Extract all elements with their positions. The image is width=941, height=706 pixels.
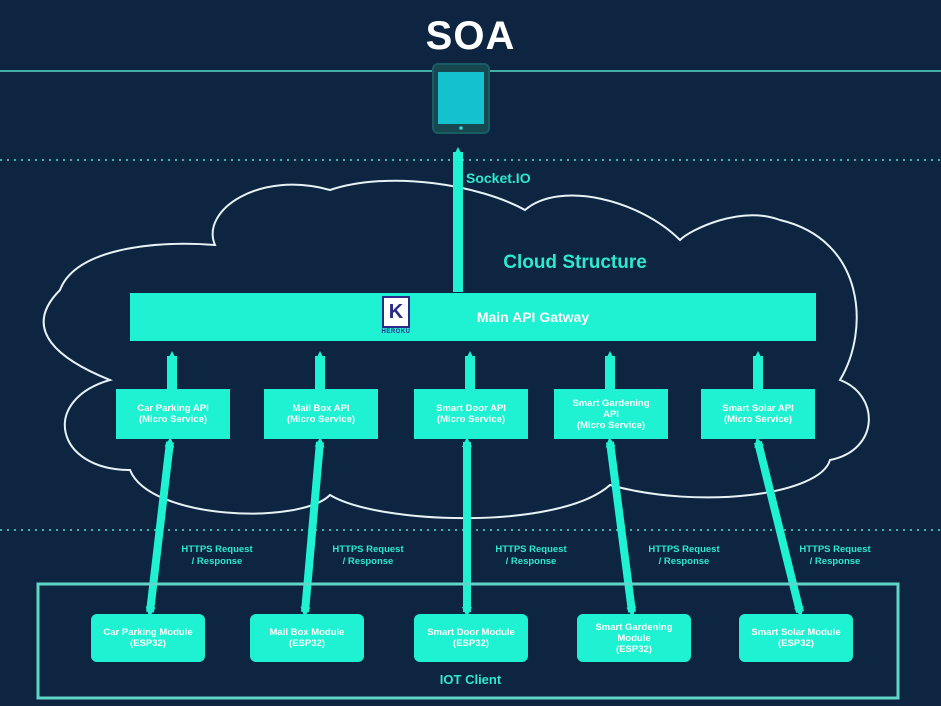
module-box-mail-box: Mail Box Module (ESP32) bbox=[250, 614, 364, 662]
api-label-line1: Smart Solar API bbox=[722, 403, 794, 414]
https-label-3: HTTPS Request / Response bbox=[476, 544, 586, 568]
api-label-line1: Mail Box API bbox=[292, 403, 350, 414]
https-line1: HTTPS Request bbox=[648, 544, 720, 555]
https-label-5: HTTPS Request / Response bbox=[780, 544, 890, 568]
api-label-line3: (Micro Service) bbox=[576, 419, 646, 431]
api-box-smart-gardening: Smart Gardening API (Micro Service) bbox=[554, 389, 668, 439]
heroku-logo-text: HEROKU bbox=[381, 329, 411, 335]
module-label-line1: Mail Box Module bbox=[269, 627, 345, 638]
api-label-line1: Smart Door API bbox=[436, 403, 506, 414]
module-label-line1: Smart Gardening bbox=[595, 621, 673, 633]
main-api-gateway: K HEROKU Main API Gatway bbox=[130, 293, 816, 341]
module-box-car-parking: Car Parking Module (ESP32) bbox=[91, 614, 205, 662]
module-box-smart-solar: Smart Solar Module (ESP32) bbox=[739, 614, 853, 662]
iot-client-label: IOT Client bbox=[439, 672, 502, 687]
api-label-line2: (Micro Service) bbox=[138, 414, 208, 425]
https-arrow-2 bbox=[300, 437, 325, 617]
api-label-line2: (Micro Service) bbox=[286, 414, 356, 425]
https-arrow-1 bbox=[145, 437, 175, 617]
module-label-line2: (ESP32) bbox=[130, 638, 166, 649]
https-line1: HTTPS Request bbox=[332, 544, 404, 555]
api-box-car-parking: Car Parking API (Micro Service) bbox=[116, 389, 230, 439]
heroku-logo-letter: K bbox=[382, 296, 410, 328]
https-line1: HTTPS Request bbox=[495, 544, 567, 555]
module-label-line2: Module bbox=[617, 632, 651, 644]
api-label-line2: (Micro Service) bbox=[436, 414, 506, 425]
module-label-line2: (ESP32) bbox=[453, 638, 489, 649]
https-line2: / Response bbox=[191, 556, 243, 567]
module-box-smart-gardening: Smart Gardening Module (ESP32) bbox=[577, 614, 691, 662]
https-line1: HTTPS Request bbox=[181, 544, 253, 555]
https-label-1: HTTPS Request / Response bbox=[162, 544, 272, 568]
https-line2: / Response bbox=[658, 556, 710, 567]
https-line1: HTTPS Request bbox=[799, 544, 871, 555]
https-label-4: HTTPS Request / Response bbox=[629, 544, 739, 568]
module-label-line3: (ESP32) bbox=[616, 643, 652, 655]
iot-client-frame bbox=[36, 582, 900, 700]
https-arrow-5 bbox=[754, 437, 804, 617]
tablet-icon bbox=[432, 63, 490, 134]
api-label-line2: API bbox=[603, 408, 619, 420]
api-label-line2: (Micro Service) bbox=[723, 414, 793, 425]
socket-io-label: Socket.IO bbox=[466, 170, 531, 186]
api-box-mail-box: Mail Box API (Micro Service) bbox=[264, 389, 378, 439]
page-title: SOA bbox=[425, 14, 516, 58]
api-box-smart-door: Smart Door API (Micro Service) bbox=[414, 389, 528, 439]
https-label-2: HTTPS Request / Response bbox=[313, 544, 423, 568]
api-box-smart-solar: Smart Solar API (Micro Service) bbox=[701, 389, 815, 439]
https-line2: / Response bbox=[342, 556, 394, 567]
api-label-line1: Car Parking API bbox=[137, 403, 209, 414]
https-arrow-4 bbox=[605, 437, 637, 617]
gateway-label: Main API Gatway bbox=[476, 309, 590, 325]
https-line2: / Response bbox=[809, 556, 861, 567]
cloud-structure-label: Cloud Structure bbox=[503, 252, 647, 273]
api-label-line1: Smart Gardening bbox=[572, 397, 650, 409]
module-label-line2: (ESP32) bbox=[289, 638, 325, 649]
module-label-line1: Smart Door Module bbox=[427, 627, 515, 638]
module-label-line2: (ESP32) bbox=[778, 638, 814, 649]
heroku-logo-icon: K HEROKU bbox=[381, 296, 411, 336]
module-label-line1: Smart Solar Module bbox=[751, 627, 841, 638]
https-line2: / Response bbox=[505, 556, 557, 567]
module-box-smart-door: Smart Door Module (ESP32) bbox=[414, 614, 528, 662]
module-label-line1: Car Parking Module bbox=[103, 627, 193, 638]
